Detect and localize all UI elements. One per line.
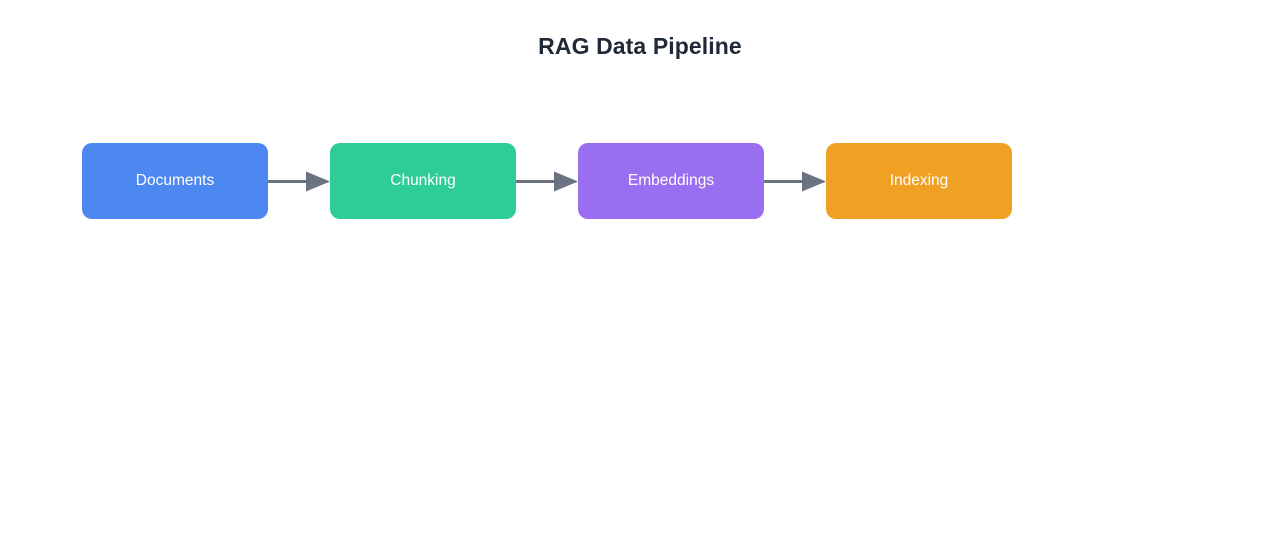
pipeline-node-label: Documents xyxy=(135,172,215,190)
pipeline-node-embeddings[interactable]: Embeddings xyxy=(578,143,764,219)
pipeline-node-documents[interactable]: Documents xyxy=(82,143,268,219)
pipeline-node-label: Embeddings xyxy=(627,172,715,190)
pipeline-arrow-documents-to-chunking xyxy=(268,171,330,192)
arrow-right-icon xyxy=(268,171,330,192)
pipeline-node-chunking[interactable]: Chunking xyxy=(330,143,516,219)
pipeline-node-label: Chunking xyxy=(390,172,456,190)
arrow-right-icon xyxy=(764,171,826,192)
diagram-title: RAG Data Pipeline xyxy=(538,33,742,59)
arrow-right-icon xyxy=(516,171,578,192)
pipeline-node-indexing[interactable]: Indexing xyxy=(826,143,1012,219)
pipeline-flow-container: Documents Chunking Embeddings xyxy=(82,143,1012,219)
pipeline-node-label: Indexing xyxy=(889,172,949,190)
pipeline-arrow-chunking-to-embeddings xyxy=(516,171,578,192)
pipeline-arrow-embeddings-to-indexing xyxy=(764,171,826,192)
